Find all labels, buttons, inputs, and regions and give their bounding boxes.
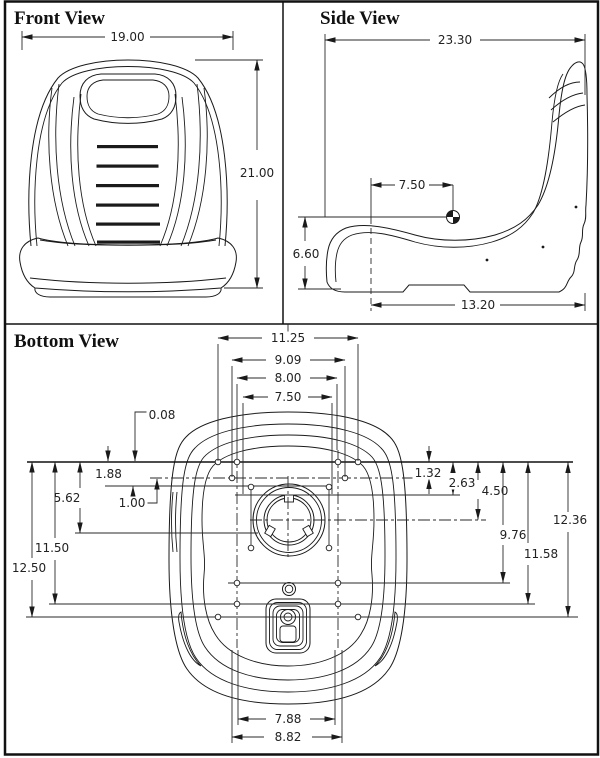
side-view-title: Side View: [320, 8, 400, 29]
dim-front-height: 21.00: [240, 166, 274, 180]
dim-side-cushion-height: 6.60: [293, 247, 320, 261]
bottom-top-dims: 11.25 9.09 8.00 7.50: [217, 331, 359, 494]
side-dim-overall-depth: 23.30: [324, 33, 586, 217]
dim-bottom-7-50: 7.50: [275, 390, 302, 404]
latch-detail: [265, 598, 311, 654]
dim-bottom-2-63: 2.63: [449, 476, 476, 490]
dim-bottom-0-08: 0.08: [149, 408, 176, 422]
dim-bottom-11-50: 11.50: [35, 541, 69, 555]
side-seat-art: [325, 61, 589, 293]
front-view-panel: Front View: [14, 8, 276, 298]
side-view-panel: Side View 23.30: [290, 8, 589, 312]
front-dim-width: 19.00: [21, 30, 234, 50]
dim-bottom-5-62: 5.62: [54, 491, 81, 505]
vent-hole: [282, 582, 296, 596]
dim-side-base-depth: 13.20: [461, 298, 495, 312]
pivot-datum-symbol: [446, 210, 460, 224]
side-dim-base-depth: 13.20: [370, 293, 586, 312]
dim-bottom-11-58: 11.58: [524, 547, 558, 561]
drawing-frame: [3, 0, 600, 756]
dim-bottom-8-82: 8.82: [275, 730, 302, 744]
side-dim-pivot-setback: 7.50: [370, 178, 454, 311]
dim-bottom-4-50: 4.50: [482, 484, 509, 498]
front-view-title: Front View: [14, 8, 105, 29]
dim-bottom-12-50: 12.50: [12, 561, 46, 575]
dim-bottom-12-36: 12.36: [553, 513, 587, 527]
dim-front-width: 19.00: [110, 30, 144, 44]
bottom-view-panel: Bottom View: [10, 324, 589, 744]
dim-side-overall-depth: 23.30: [438, 33, 472, 47]
bottom-right-dims: 1.32 2.63 4.50 9.76 11.58: [412, 446, 589, 617]
dim-bottom-8-00: 8.00: [275, 371, 302, 385]
side-dim-cushion-height: 6.60: [290, 216, 447, 290]
dim-bottom-1-32: 1.32: [415, 466, 442, 480]
dim-bottom-11-25: 11.25: [271, 331, 305, 345]
bottom-left-dims: 0.08 1.88 1.00 5.62 11.50: [10, 408, 178, 618]
bottom-view-title: Bottom View: [14, 331, 119, 352]
dim-bottom-9-09: 9.09: [275, 353, 302, 367]
dim-bottom-1-88: 1.88: [95, 467, 122, 481]
front-dim-height: 21.00: [195, 59, 276, 289]
front-seat-art: [19, 59, 237, 298]
dim-bottom-7-88: 7.88: [275, 712, 302, 726]
dim-side-pivot-setback: 7.50: [399, 178, 426, 192]
dim-bottom-1-00: 1.00: [119, 496, 146, 510]
bottom-bottom-dims: 7.88 8.82: [231, 650, 343, 744]
dim-bottom-9-76: 9.76: [500, 528, 527, 542]
bottom-seat-art: [26, 324, 578, 705]
